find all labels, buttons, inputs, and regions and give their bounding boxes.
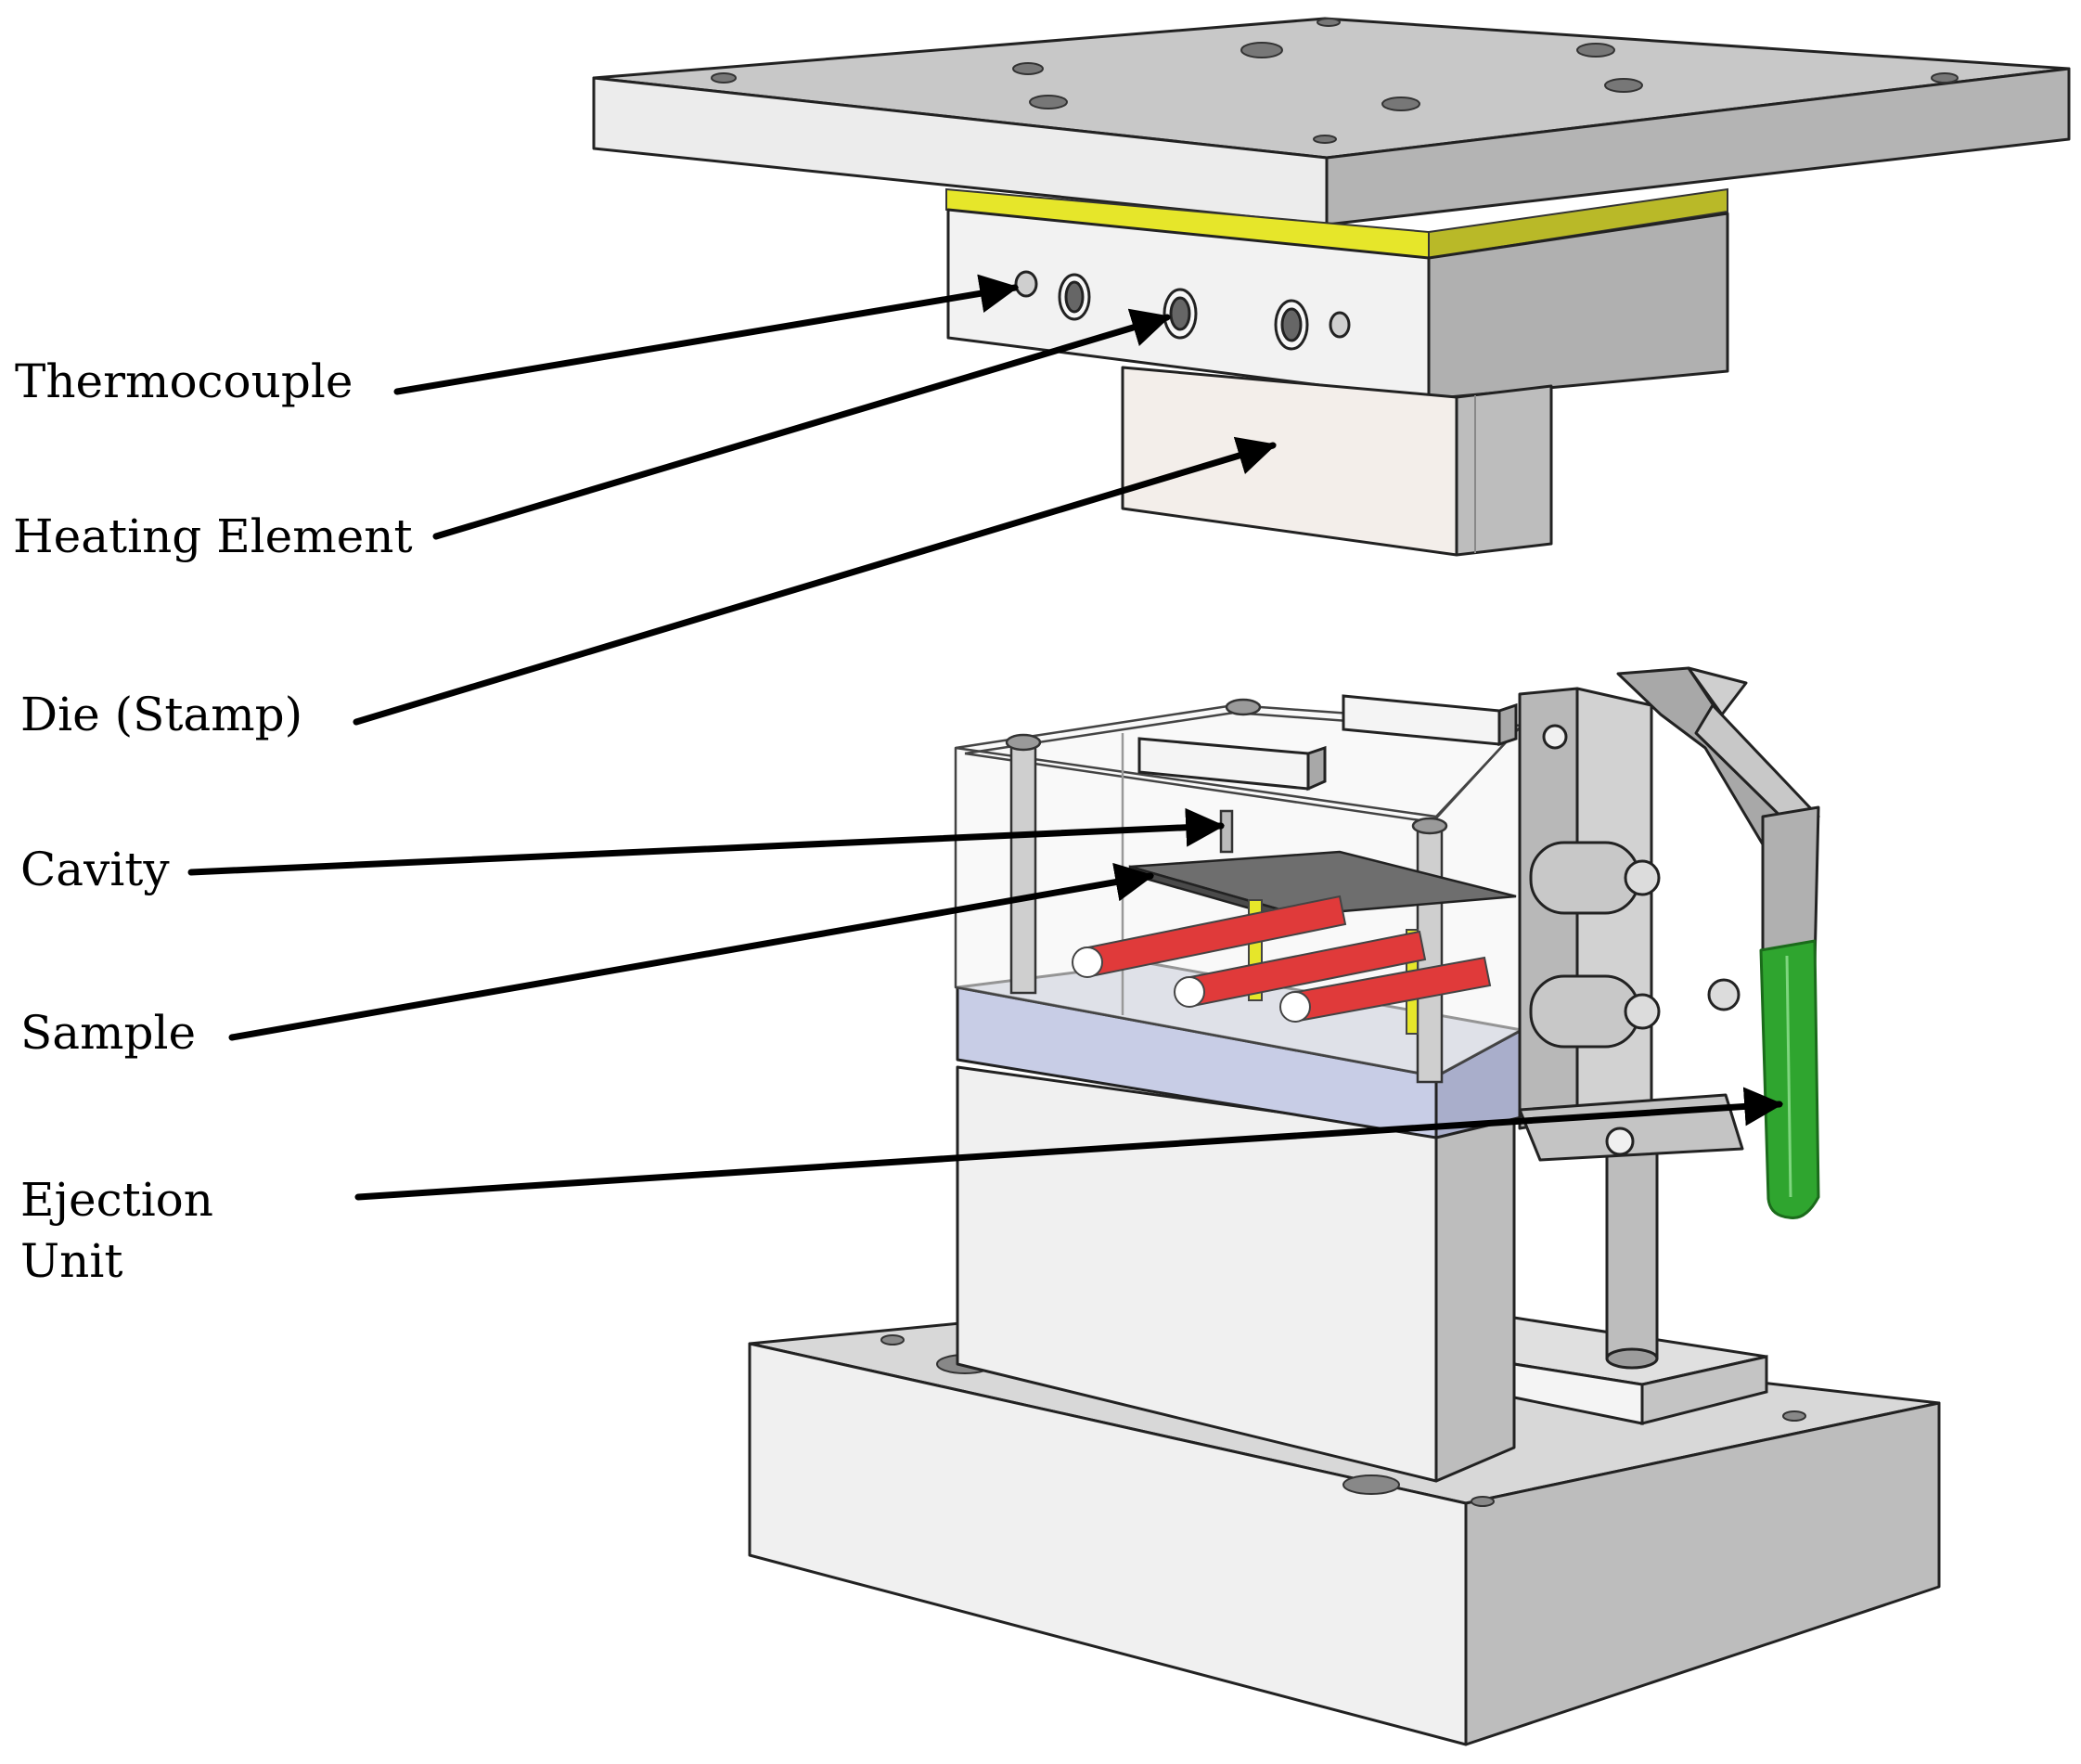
arrow-cavity: [187, 807, 1226, 876]
housing-bolts: [1005, 698, 1448, 1084]
support-block: [956, 1065, 1516, 1483]
arrow-die: [353, 436, 1278, 726]
label-ejection-line1: Ejection: [20, 1173, 213, 1227]
leader-arrows: [187, 274, 1784, 1201]
label-thermocouple: Thermocouple: [15, 354, 353, 408]
label-sample: Sample: [20, 1006, 197, 1060]
heating-block: [946, 208, 1729, 401]
label-heating-element: Heating Element: [13, 509, 413, 563]
die-stamp: [1121, 366, 1553, 557]
arrow-thermocouple: [393, 274, 1020, 395]
arrow-sample: [228, 862, 1155, 1041]
label-cavity: Cavity: [20, 843, 170, 896]
label-ejection-line2: Unit: [20, 1234, 123, 1288]
label-die-stamp: Die (Stamp): [20, 688, 303, 741]
ejection-unit: [1518, 666, 1820, 1370]
insulation-plate: [945, 187, 1728, 260]
arrow-ejection-unit: [354, 1087, 1784, 1201]
heating-rods: [1072, 895, 1492, 1023]
cavity-clamp-blocks: [1137, 694, 1518, 792]
top-clamping-plate: [592, 17, 2071, 226]
arrow-heating-element: [432, 308, 1172, 540]
label-ejection-unit: Ejection Unit: [20, 1169, 213, 1292]
